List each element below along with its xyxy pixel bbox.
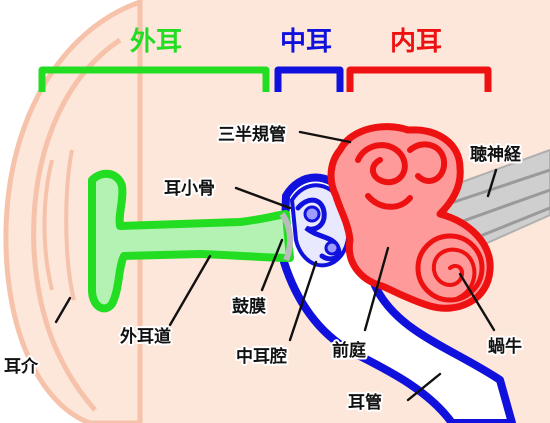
label-eardrum: 鼓膜 [232, 296, 266, 317]
outer-ear-bracket [38, 66, 270, 92]
middle-ear-header: 中耳 [280, 27, 332, 57]
label-middle-ear-cavity: 中耳腔 [236, 346, 287, 367]
leader-lines [54, 130, 498, 402]
auricle-shape [3, 0, 143, 423]
cochlea-spiral [415, 233, 485, 303]
ossicles-shape [295, 197, 342, 262]
label-semicircular-canals: 三半規管 [218, 124, 286, 145]
label-vestibule: 前庭 [332, 340, 366, 361]
label-eustachian-tube: 耳管 [348, 392, 382, 413]
region-brackets [38, 66, 492, 92]
label-auditory-nerve: 聴神経 [470, 144, 522, 165]
label-ossicles: 耳小骨 [164, 179, 215, 199]
label-cochlea: 蝸牛 [488, 336, 522, 357]
ear-canal [88, 169, 294, 313]
middle-ear-bracket [274, 66, 344, 92]
label-ear-canal: 外耳道 [120, 326, 171, 347]
inner-ear-header: 内耳 [390, 27, 442, 57]
outer-ear-header: 外耳 [130, 27, 182, 57]
inner-ear [327, 123, 494, 312]
label-auricle: 耳介 [4, 356, 39, 377]
inner-ear-bracket [346, 66, 492, 92]
